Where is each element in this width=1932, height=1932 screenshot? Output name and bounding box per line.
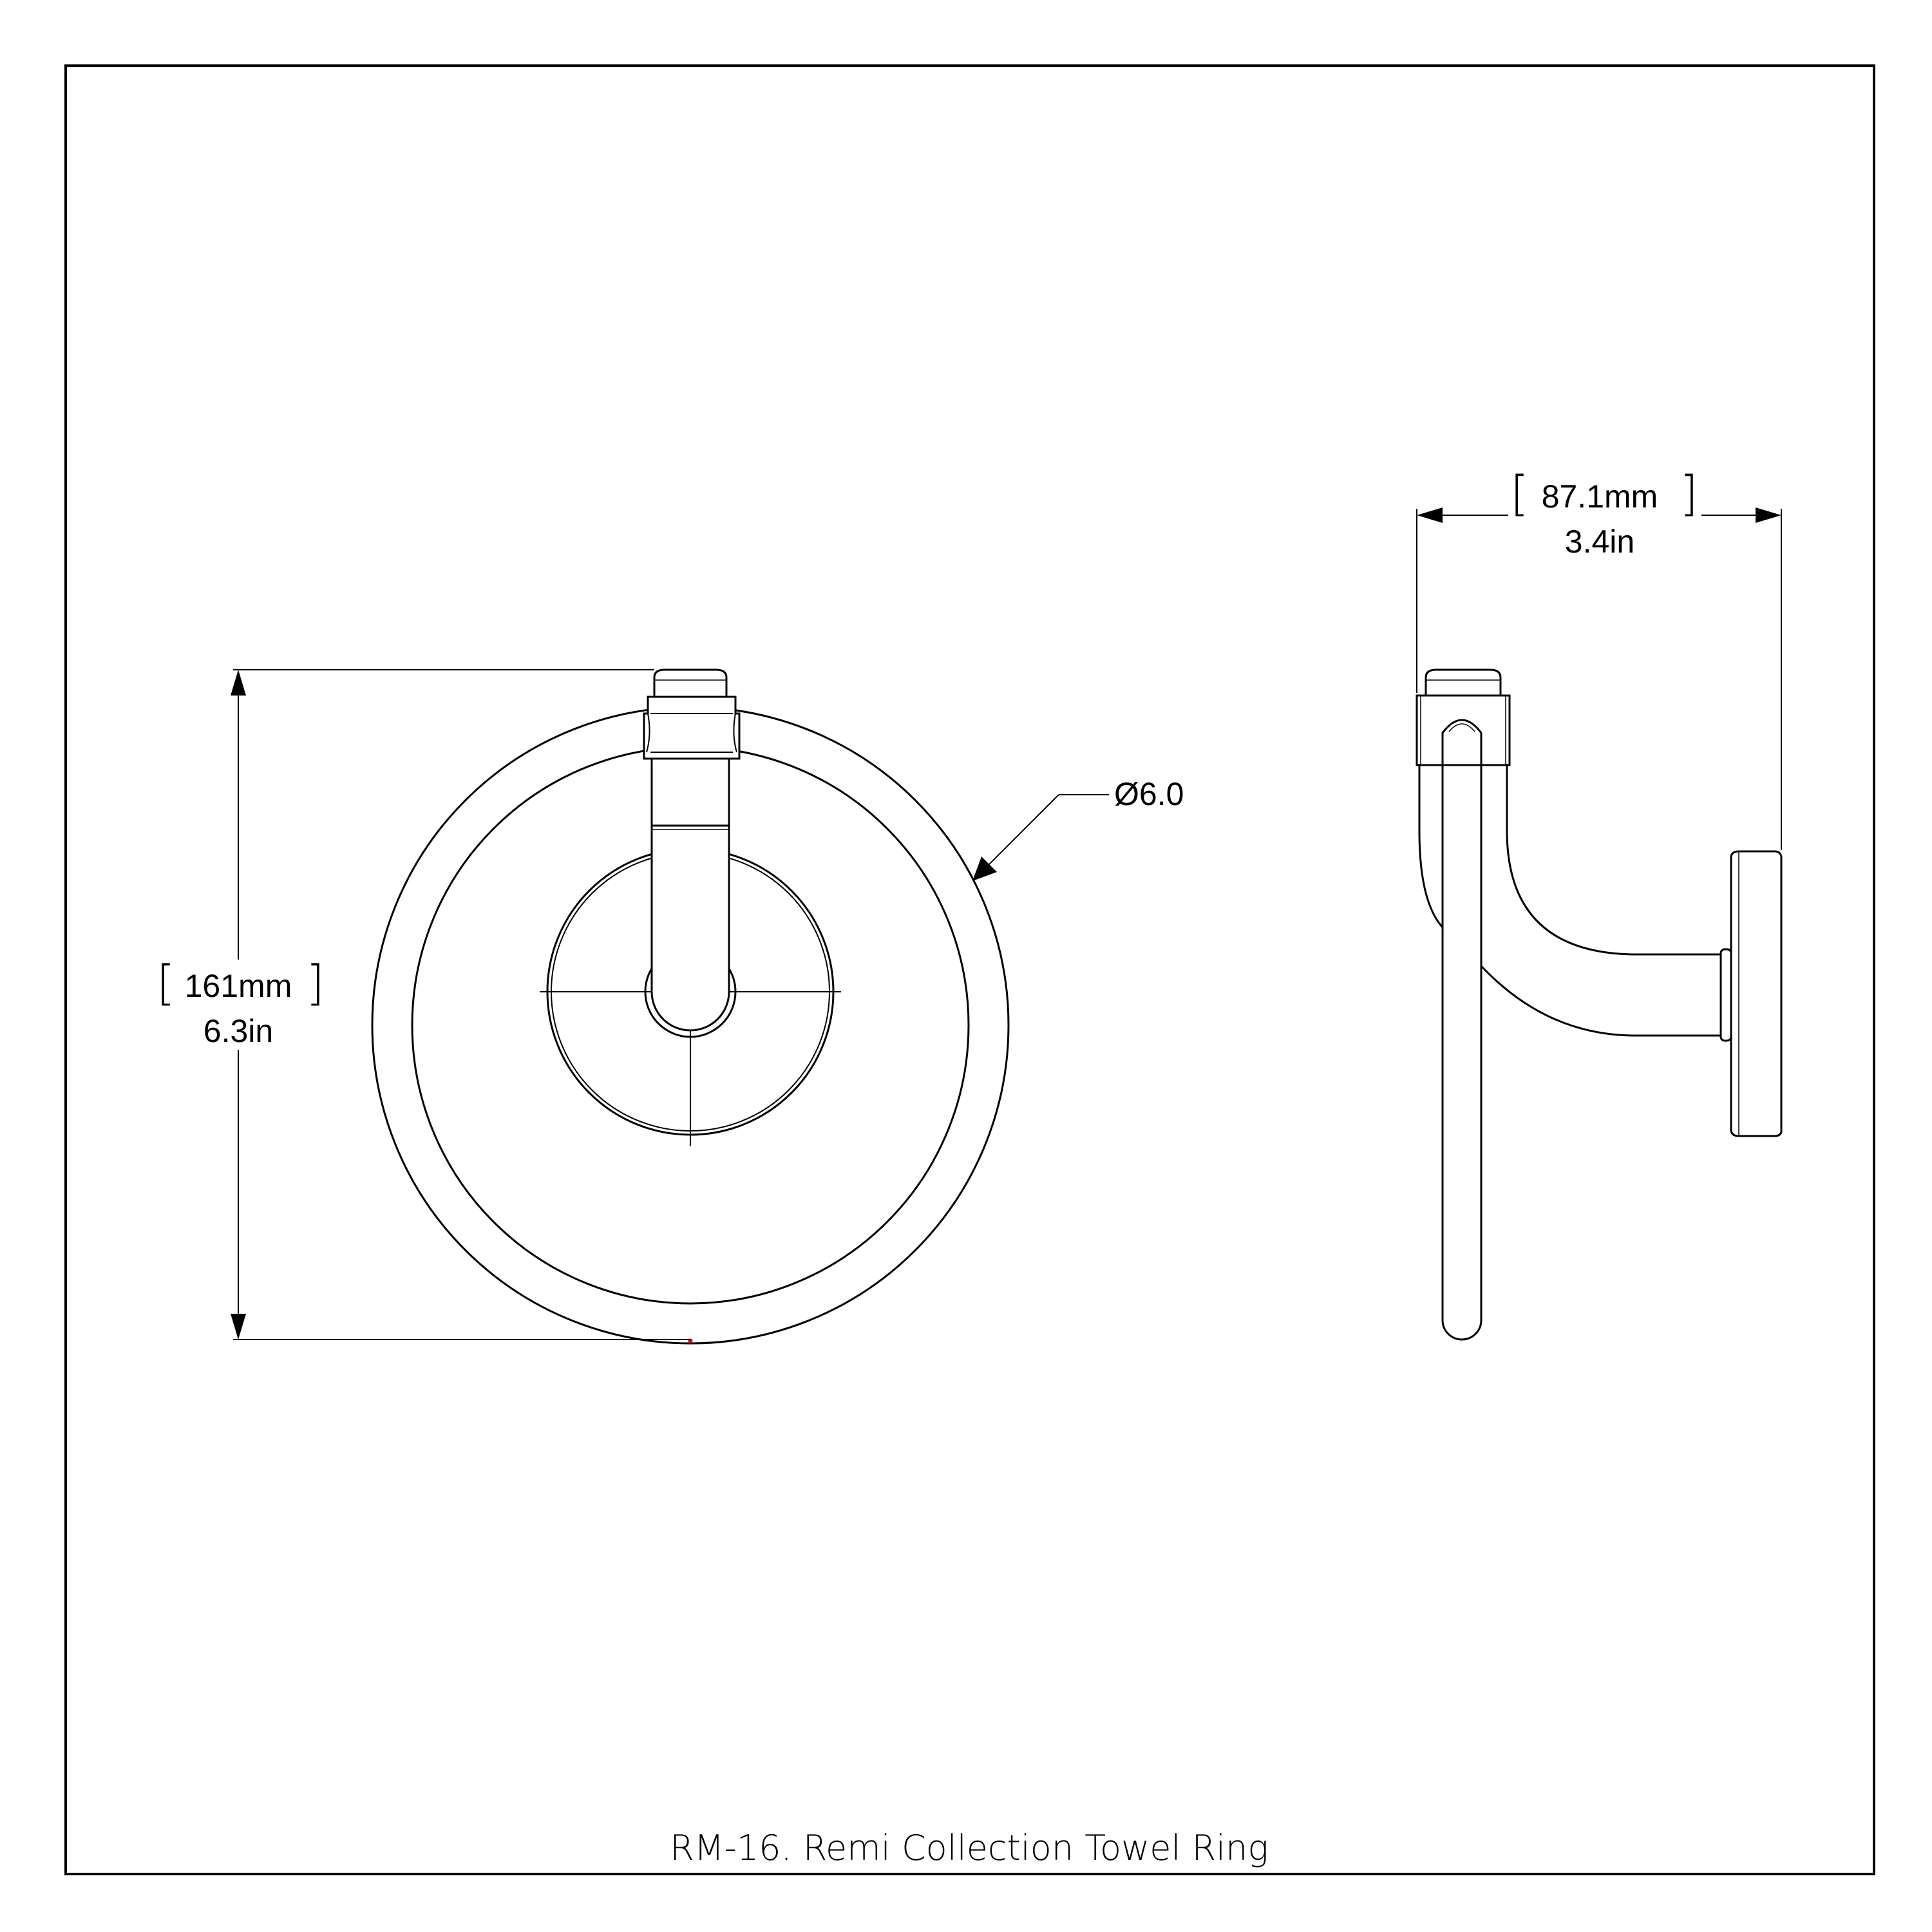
post-top-cap [653,668,728,698]
depth-mm-label: 87.1mm [1542,478,1658,515]
depth-in-label: 3.4in [1565,524,1634,560]
side-ring-top-loop [1441,719,1482,760]
height-arrow-top [231,670,246,696]
drawing-border [64,64,1875,1875]
height-mm-label: 161mm [185,968,292,1004]
side-view [1416,668,1783,1341]
arm-inner-edge [1506,764,1722,956]
depth-dimension: [ ] 87.1mm 3.4in [1416,466,1782,850]
depth-bracket-left: [ [1510,466,1529,522]
diameter-label: Ø6.0 [1114,776,1184,812]
side-top-cap [1425,668,1502,697]
height-dimension: [ ] 161mm 6.3in [153,669,690,1340]
post-body [650,757,730,1032]
height-bracket-right: ] [306,956,325,1011]
diameter-leader-diagonal [978,794,1059,875]
post-collar [643,696,741,760]
collar-right-break [733,713,737,753]
side-backplate [1730,850,1783,1137]
height-arrow-bottom [231,1314,246,1340]
side-ring-bar [1441,746,1482,1341]
height-label-background [153,960,323,1050]
diameter-callout: Ø6.0 [972,776,1184,881]
collar-left-break [646,713,650,753]
front-view [371,668,1010,1345]
depth-bracket-right: ] [1680,466,1698,522]
depth-arrow-right [1756,507,1781,523]
arm-flange-step [1719,948,1732,1042]
height-in-label: 6.3in [204,1013,273,1049]
arm-outer-edge [1418,764,1444,929]
depth-arrow-left [1417,507,1443,523]
side-ring-top-loop-inner [1448,723,1475,732]
diameter-arrow [972,857,997,881]
drawing-title: RM-16. Remi Collection Towel Ring [670,1828,1269,1868]
arm-bend-bottom [1480,965,1722,1037]
height-bracket-left: [ [156,956,175,1011]
